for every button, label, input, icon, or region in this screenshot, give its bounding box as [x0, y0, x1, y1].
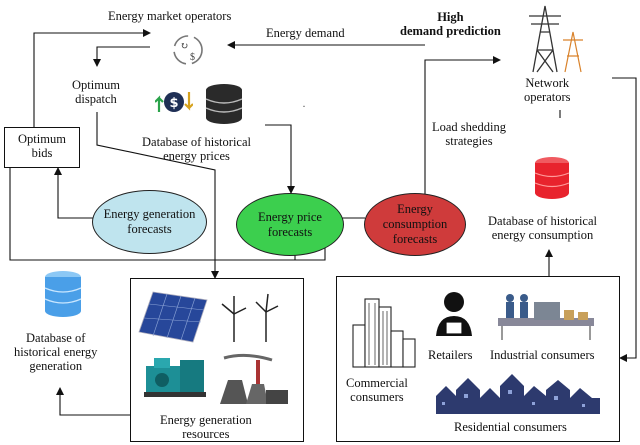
db-generation-label: Database of historical energy generation — [14, 331, 98, 373]
svg-text:·: · — [302, 99, 306, 113]
houses-icon — [436, 374, 600, 414]
db-consumption-label: Database of historical energy consumptio… — [488, 214, 597, 242]
dispatch-to-resources-line — [96, 112, 219, 279]
network-operators-label: Network operators — [524, 76, 571, 104]
market-to-dispatch-line — [93, 46, 150, 67]
retailer-person-icon — [436, 292, 472, 336]
generation-forecasts-ellipse: Energy generation forecasts — [92, 190, 207, 254]
gen-forecast-to-bids-line — [54, 167, 95, 219]
resources-to-db-gen-line — [56, 387, 130, 416]
market-operators-label: Energy market operators — [108, 9, 232, 23]
generation-resources-label: Energy generation resources — [160, 413, 252, 441]
retailers-label: Retailers — [428, 348, 473, 362]
consumption-forecasts-ellipse: Energy consumption forecasts — [364, 193, 466, 256]
optimum-bids-label: Optimum bids — [18, 132, 66, 160]
wind-turbine-icon — [221, 293, 279, 342]
skyscraper-icon — [352, 298, 416, 368]
load-shedding-label: Load shedding strategies — [432, 120, 506, 148]
residential-consumers-label: Residential consumers — [454, 420, 567, 434]
dollar-arrows-icon: $ — [155, 92, 193, 112]
optimum-dispatch-label: Optimum dispatch — [72, 78, 120, 106]
database-generation-icon — [44, 271, 82, 317]
prices-db-to-forecast-line — [265, 124, 295, 194]
price-forecasts-ellipse: Energy price forecasts — [236, 193, 344, 256]
high-demand-label: High demand prediction — [400, 10, 501, 38]
bids-to-market-line — [33, 29, 151, 127]
consumption-to-high-demand-line — [424, 56, 501, 200]
db-prices-label: Database of historical energy prices — [142, 135, 251, 163]
generator-icon — [144, 358, 206, 397]
factory-line-icon — [498, 294, 594, 340]
svg-text:$: $ — [190, 52, 195, 63]
transmission-tower-icon — [529, 5, 583, 73]
svg-text:$: $ — [170, 96, 179, 111]
network-to-consumers-line — [612, 77, 637, 362]
optimum-bids-box: Optimum bids — [4, 127, 80, 168]
energy-demand-label: Energy demand — [266, 26, 345, 40]
database-consumption-icon — [534, 157, 570, 199]
industrial-consumers-label: Industrial consumers — [490, 348, 595, 362]
market-exchange-icon: ↻ $ — [173, 35, 203, 65]
commercial-consumers-label: Commercial consumers — [346, 376, 408, 404]
generation-resources-box — [130, 278, 304, 442]
svg-text:↻: ↻ — [180, 41, 188, 52]
consumers-box — [336, 276, 620, 442]
solar-panel-icon — [138, 291, 208, 343]
power-plant-icon — [220, 353, 288, 404]
database-prices-icon — [205, 84, 243, 124]
